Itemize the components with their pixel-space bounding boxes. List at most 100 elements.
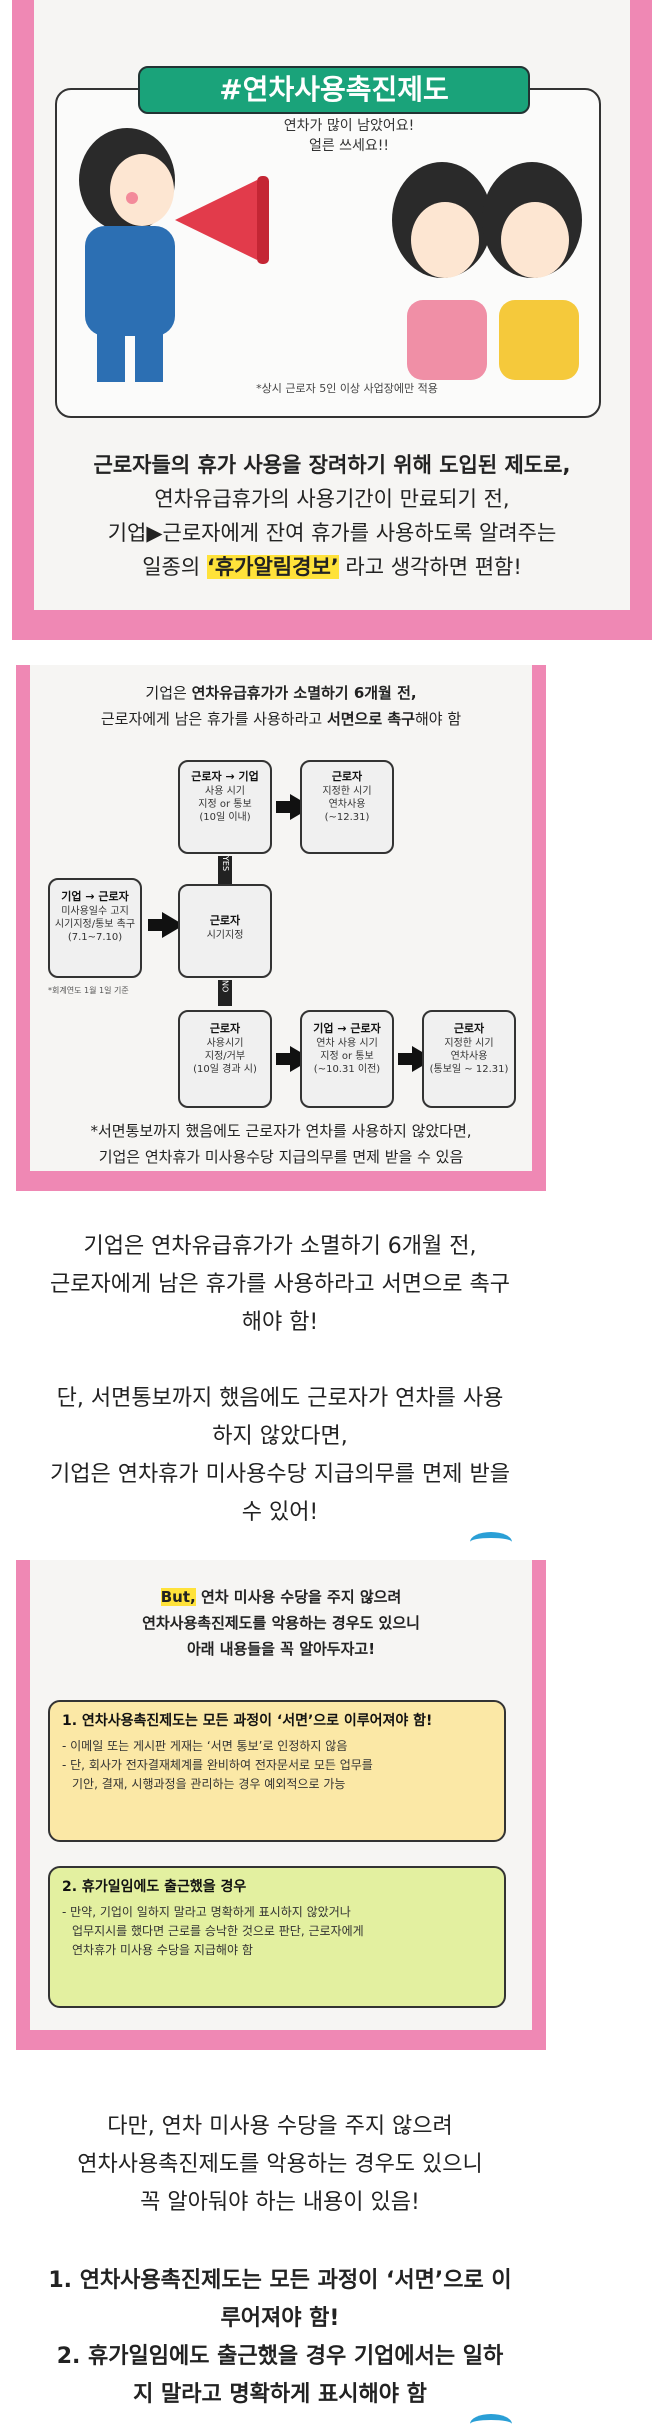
- rule-bullet: - 만약, 기업이 일하지 말라고 명확하게 표시하지 않았거나: [62, 1905, 351, 1919]
- flow-box-employee-use-final: 근로자 지정한 시기 연차사용 (통보일 ~ 12.31): [422, 1010, 516, 1108]
- but-highlight: But,: [160, 1588, 196, 1606]
- intro-line-2: 연차유급휴가의 사용기간이 만료되기 전,: [154, 487, 510, 511]
- box-line: 지정/거부: [204, 1051, 246, 1062]
- rule-box-written: 1. 연차사용촉진제도는 모든 과정이 ‘서면’으로 이루어져야 함! - 이메…: [48, 1700, 506, 1842]
- yes-label: YES: [218, 856, 232, 886]
- fiscal-basis-note: *회계연도 1월 1일 기준: [48, 986, 129, 995]
- warning-line-2: 연차사용촉진제도를 악용하는 경우도 있으니: [142, 1614, 420, 1632]
- box-line: 연차사용: [328, 799, 366, 810]
- para-line: 연차사용촉진제도를 악용하는 경우도 있으니: [77, 2152, 483, 2177]
- para-line: 하지 않았다면,: [212, 1424, 348, 1449]
- explanation-paragraph-2: 다만, 연차 미사용 수당을 주지 않으려 연차사용촉진제도를 악용하는 경우도…: [0, 2108, 560, 2222]
- para-line: 꼭 알아둬야 하는 내용이 있음!: [140, 2190, 420, 2215]
- two-girls-illustration: [392, 162, 582, 380]
- flow-box-employee-to-company: 근로자 → 기업 사용 시기 지정 or 통보 (10일 이내): [178, 760, 272, 854]
- rule-box-working-on-leave: 2. 휴가일임에도 출근했을 경우 - 만약, 기업이 일하지 말라고 명확하게…: [48, 1866, 506, 2008]
- footnote-line-1: *서면통보까지 했음에도 근로자가 연차를 사용하지 않았다면,: [90, 1122, 472, 1140]
- rule-box-heading: 2. 휴가일임에도 출근했을 경우: [62, 1879, 247, 1895]
- title2-post: 해야 함: [414, 710, 462, 728]
- flow-box-employee-use: 근로자 지정한 시기 연차사용 (~12.31): [300, 760, 394, 854]
- para-line: 1. 연차사용촉진제도는 모든 과정이 ‘서면’으로 이: [48, 2268, 512, 2293]
- box-line: 지정한 시기: [322, 786, 372, 797]
- intro-line-4-post: 라고 생각하면 편함!: [338, 555, 522, 579]
- no-label: NO: [218, 980, 232, 1006]
- title2-bold: 서면으로 촉구: [326, 710, 415, 728]
- alert-highlight: ‘휴가알림경보’: [206, 555, 339, 579]
- intro-line-1: 근로자들의 휴가 사용을 장려하기 위해 도입된 제도로,: [93, 453, 571, 477]
- flow-box-employee-refuse: 근로자 사용시기 지정/거부 (10일 경과 시): [178, 1010, 272, 1108]
- flow-box-employee-designate: 근로자 시기지정: [178, 884, 272, 978]
- rule-bullet: 연차휴가 미사용 수당을 지급해야 함: [72, 1943, 253, 1957]
- para-line: 수 있어!: [241, 1500, 319, 1525]
- flowchart-title-line-2: 근로자에게 남은 휴가를 사용하라고 서면으로 촉구해야 함: [30, 706, 532, 732]
- decorative-arc: [470, 2414, 512, 2434]
- para-line: 근로자에게 남은 휴가를 사용하라고 서면으로 촉구: [49, 1272, 510, 1297]
- box-line: 연차 사용 시기: [316, 1038, 378, 1049]
- flow-box-company-notice: 기업 → 근로자 미사용일수 고지 시기지정/통보 촉구 (7.1~7.10): [48, 878, 142, 978]
- yes-text: YES: [221, 856, 230, 872]
- rule-bullet: - 이메일 또는 게시판 게재는 ‘서면 통보’로 인정하지 않음: [62, 1739, 348, 1753]
- box-title: 근로자: [209, 1022, 241, 1035]
- intro-line-4: 일종의 ‘휴가알림경보’ 라고 생각하면 편함!: [34, 550, 630, 584]
- para-spacer: [0, 1342, 560, 1380]
- scope-note: *상시 근로자 5인 이상 사업장에만 적용: [256, 382, 438, 395]
- flowchart-footnote: *서면통보까지 했음에도 근로자가 연차를 사용하지 않았다면, 기업은 연차휴…: [30, 1118, 532, 1170]
- box-line: 사용 시기: [205, 786, 245, 797]
- explanation-paragraph-1: 기업은 연차유급휴가가 소멸하기 6개월 전, 근로자에게 남은 휴가를 사용하…: [0, 1228, 560, 1532]
- para-line: 루어져야 함!: [220, 2306, 340, 2331]
- box-line: 지정 or 통보: [198, 799, 252, 810]
- box-line: 사용시기: [206, 1038, 244, 1049]
- box-line: (~12.31): [324, 812, 370, 823]
- footnote-line-2: 기업은 연차휴가 미사용수당 지급의무를 면제 받을 수 있음: [98, 1148, 464, 1166]
- para-line: 2. 휴가일임에도 출근했을 경우 기업에서는 일하: [56, 2344, 504, 2369]
- warning-heading: But, 연차 미사용 수당을 주지 않으려 연차사용촉진제도를 악용하는 경우…: [30, 1584, 532, 1662]
- warning-line-3: 아래 내용들을 꼭 알아두자고!: [186, 1640, 376, 1658]
- box-line: 시기지정: [206, 930, 244, 941]
- speech-line-2: 얼른 쓰세요!!: [308, 138, 390, 154]
- rule-box-heading: 1. 연차사용촉진제도는 모든 과정이 ‘서면’으로 이루어져야 함!: [62, 1713, 433, 1729]
- para-line: 단, 서면통보까지 했음에도 근로자가 연차를 사용: [56, 1386, 504, 1411]
- warning-line-1-rest: 연차 미사용 수당을 주지 않으려: [195, 1588, 402, 1606]
- warning-line-1: But, 연차 미사용 수당을 주지 않으려: [30, 1584, 532, 1610]
- box-line: (~10.31 이전): [313, 1064, 381, 1075]
- box-line: (10일 이내): [199, 812, 251, 823]
- flowchart-title: 기업은 연차유급휴가가 소멸하기 6개월 전, 근로자에게 남은 휴가를 사용하…: [30, 680, 532, 732]
- box-line: 지정한 시기: [444, 1038, 494, 1049]
- box-line: 연차사용: [450, 1051, 488, 1062]
- box-line: (통보일 ~ 12.31): [429, 1064, 509, 1075]
- box-line: 미사용일수 고지: [61, 906, 129, 917]
- rule-bullet: 업무지시를 했다면 근로를 승낙한 것으로 판단, 근로자에게: [72, 1924, 364, 1938]
- box-title: 근로자 → 기업: [191, 770, 259, 783]
- speech-bubble: 연차가 많이 남았어요! 얼른 쓰세요!!: [279, 116, 419, 156]
- para-line: 기업은 연차휴가 미사용수당 지급의무를 면제 받을: [49, 1462, 510, 1487]
- box-title: 근로자: [331, 770, 363, 783]
- speech-line-1: 연차가 많이 남았어요!: [283, 118, 415, 134]
- box-title: 근로자: [453, 1022, 485, 1035]
- illustration-frame: 연차가 많이 남았어요! 얼른 쓰세요!! *상시 근로자 5인 이상 사업장에…: [55, 88, 601, 418]
- title1-pre: 기업은: [145, 684, 192, 702]
- title2-pre: 근로자에게 남은 휴가를 사용하라고: [100, 710, 327, 728]
- para-line: 기업은 연차유급휴가가 소멸하기 6개월 전,: [83, 1234, 477, 1259]
- box-title: 기업 → 근로자: [61, 890, 129, 903]
- intro-line-4-pre: 일종의: [142, 555, 207, 579]
- intro-line-3: 기업▶근로자에게 잔여 휴가를 사용하도록 알려주는: [107, 521, 557, 545]
- para-line: 해야 함!: [241, 1310, 319, 1335]
- rule-bullet: - 단, 회사가 전자결재체계를 완비하여 전자문서로 모든 업무를: [62, 1758, 373, 1772]
- no-text: NO: [220, 980, 230, 993]
- summary-paragraph: 1. 연차사용촉진제도는 모든 과정이 ‘서면’으로 이 루어져야 함! 2. …: [0, 2262, 560, 2414]
- para-line: 지 말라고 명확하게 표시해야 함: [133, 2382, 427, 2407]
- para-line: 다만, 연차 미사용 수당을 주지 않으려: [107, 2114, 453, 2139]
- decorative-arc: [470, 1532, 512, 1552]
- box-title: 근로자: [209, 914, 241, 927]
- box-line: 지정 or 통보: [320, 1051, 374, 1062]
- flowchart-title-line-1: 기업은 연차유급휴가가 소멸하기 6개월 전,: [30, 680, 532, 706]
- flow-box-company-designate: 기업 → 근로자 연차 사용 시기 지정 or 통보 (~10.31 이전): [300, 1010, 394, 1108]
- box-title: 기업 → 근로자: [313, 1022, 381, 1035]
- title1-bold: 연차유급휴가가 소멸하기 6개월 전,: [191, 684, 417, 702]
- box-line: (10일 경과 시): [193, 1064, 257, 1075]
- box-line: 시기지정/통보 촉구: [54, 919, 136, 930]
- rule-bullet: 기안, 결재, 시행과정을 관리하는 경우 예외적으로 가능: [72, 1777, 346, 1791]
- box-line: (7.1~7.10): [67, 932, 123, 943]
- megaphone-girl-illustration: [79, 128, 269, 382]
- topic-tag: #연차사용촉진제도: [138, 66, 530, 114]
